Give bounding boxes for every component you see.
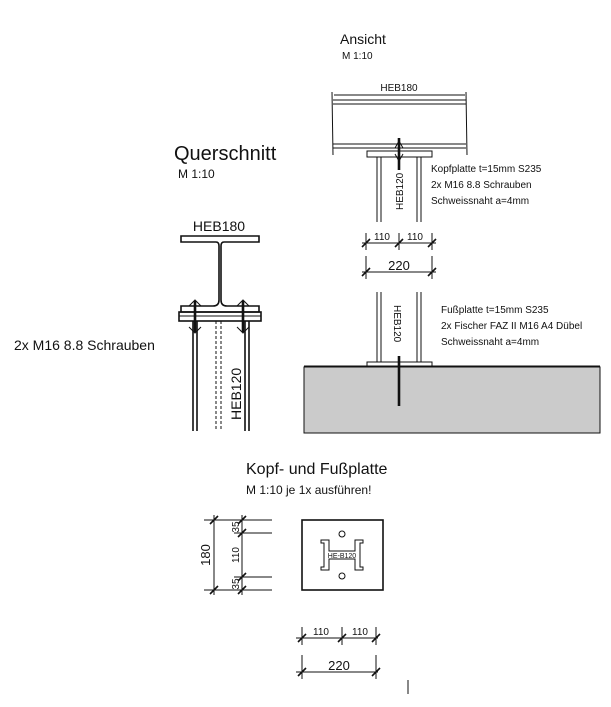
fussplatte-note-1: Fußplatte t=15mm S235 xyxy=(441,305,549,316)
querschnitt-bolts-label: 2x M16 8.8 Schrauben xyxy=(14,337,155,353)
platte-dim-h-total: 220 xyxy=(328,658,350,673)
ansicht-column-label-top: HEB120 xyxy=(395,172,406,210)
querschnitt-column-label: HEB120 xyxy=(228,368,244,420)
plate-outline xyxy=(301,519,384,591)
platte-dim-v-middle: 110 xyxy=(231,547,242,563)
ansicht-dim-half-left: 110 xyxy=(374,232,390,243)
fussplatte-note-2: 2x Fischer FAZ II M16 A4 Dübel xyxy=(441,321,582,332)
ansicht-dimensions: 110 110 220 xyxy=(361,232,437,279)
ansicht-dim-total: 220 xyxy=(388,258,410,273)
ansicht-dim-half-right: 110 xyxy=(407,232,423,243)
querschnitt-section: Querschnitt M 1:10 HEB180 HEB120 2x M16 … xyxy=(14,143,277,431)
ansicht-title: Ansicht xyxy=(340,31,386,47)
querschnitt-beam-label: HEB180 xyxy=(193,218,245,234)
heb120-outline-in-plate xyxy=(320,539,364,571)
ansicht-scale: M 1:10 xyxy=(342,51,373,62)
ansicht-beam-label: HEB180 xyxy=(380,83,418,94)
querschnitt-title: Querschnitt xyxy=(174,143,277,165)
heb180-section xyxy=(180,235,260,313)
platte-dim-v-top: 35 xyxy=(231,521,242,533)
querschnitt-scale: M 1:10 xyxy=(178,167,215,181)
kopfplatte-note-2: 2x M16 8.8 Schrauben xyxy=(431,180,532,191)
platte-dims-vertical: 180 35 110 35 xyxy=(198,515,272,595)
platte-dim-h-half-right: 110 xyxy=(352,627,368,638)
kopfplatte-note-1: Kopfplatte t=15mm S235 xyxy=(431,164,542,175)
plate-inner-label: HE-B120 xyxy=(328,553,357,560)
querschnitt-column: HEB120 xyxy=(192,321,250,431)
platte-dims-horizontal: 110 110 220 xyxy=(296,627,381,679)
platte-section: Kopf- und Fußplatte M 1:10 je 1x ausführ… xyxy=(198,461,409,694)
platte-subtitle: M 1:10 je 1x ausführen! xyxy=(246,483,371,497)
plate-bolt-hole-top xyxy=(338,530,346,538)
ansicht-column-bottom: HEB120 xyxy=(366,292,433,368)
platte-dim-v-bottom: 35 xyxy=(231,578,242,590)
ansicht-section: Ansicht M 1:10 HEB180 HEB120 Kopfplatte … xyxy=(303,31,601,434)
plate-bolt-hole-bottom xyxy=(338,572,346,580)
kopfplatte-note-3: Schweissnaht a=4mm xyxy=(431,196,529,207)
platte-dim-h-half-left: 110 xyxy=(313,627,329,638)
foundation-block xyxy=(303,366,601,434)
platte-title: Kopf- und Fußplatte xyxy=(246,461,388,478)
fussplatte-note-3: Schweissnaht a=4mm xyxy=(441,337,539,348)
ansicht-column-top: HEB120 xyxy=(366,138,433,222)
ansicht-column-label-bottom: HEB120 xyxy=(391,305,402,343)
platte-dim-v-total: 180 xyxy=(198,544,213,566)
